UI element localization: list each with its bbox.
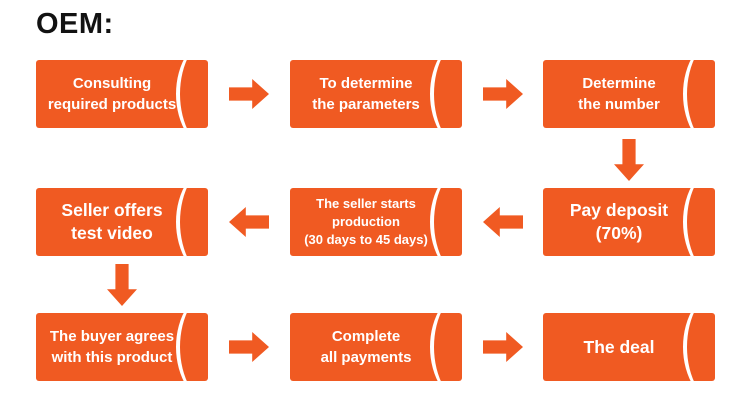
node-label: Complete all payments: [290, 313, 442, 381]
node-label: Seller offers test video: [36, 188, 188, 256]
node-line: required products: [47, 96, 177, 113]
page-title: OEM:: [36, 8, 114, 40]
arrow-right-icon-payments-to-deal: [483, 332, 523, 362]
node-line: test video: [71, 223, 153, 243]
node-line: Determine: [582, 75, 656, 92]
node-line: the parameters: [312, 96, 420, 113]
process-node-consulting-required-products[interactable]: Consulting required products: [36, 60, 208, 128]
node-line: Complete: [331, 328, 401, 345]
node-line: Consulting: [72, 75, 152, 92]
node-line: To determine: [319, 75, 413, 92]
node-line: The deal: [583, 336, 655, 357]
node-line: The seller starts: [316, 196, 416, 211]
node-label: The deal: [543, 313, 695, 381]
node-line: all payments: [320, 349, 412, 366]
node-label: The buyer agrees with this product: [36, 313, 188, 381]
arrow-down-icon-test-video-to-buyer-agrees: [107, 264, 137, 306]
node-line: (70%): [595, 223, 643, 243]
arrow-left-icon-production-to-test-video: [229, 207, 269, 237]
node-label: To determine the parameters: [290, 60, 442, 128]
process-node-the-deal[interactable]: The deal: [543, 313, 715, 381]
node-label: Consulting required products: [36, 60, 188, 128]
process-node-buyer-agrees-with-product[interactable]: The buyer agrees with this product: [36, 313, 208, 381]
node-line: with this product: [51, 349, 173, 366]
node-label: Pay deposit (70%): [543, 188, 695, 256]
arrow-right-icon-consulting-to-parameters: [229, 79, 269, 109]
process-node-seller-offers-test-video[interactable]: Seller offers test video: [36, 188, 208, 256]
process-node-to-determine-the-parameters[interactable]: To determine the parameters: [290, 60, 462, 128]
process-node-pay-deposit[interactable]: Pay deposit (70%): [543, 188, 715, 256]
arrow-left-icon-deposit-to-production: [483, 207, 523, 237]
arrow-down-icon-number-to-pay-deposit: [614, 139, 644, 181]
node-line: Pay deposit: [569, 200, 669, 220]
node-line: production: [332, 214, 400, 229]
node-line: (30 days to 45 days): [304, 232, 428, 247]
arrow-right-icon-buyer-agrees-to-complete-payments: [229, 332, 269, 362]
node-line: The buyer agrees: [49, 328, 175, 345]
node-line: Seller offers: [61, 200, 163, 220]
node-label: The seller starts production (30 days to…: [290, 188, 442, 256]
node-label: Determine the number: [543, 60, 695, 128]
arrow-right-icon-parameters-to-number: [483, 79, 523, 109]
process-node-determine-the-number[interactable]: Determine the number: [543, 60, 715, 128]
process-node-complete-all-payments[interactable]: Complete all payments: [290, 313, 462, 381]
process-node-seller-starts-production[interactable]: The seller starts production (30 days to…: [290, 188, 462, 256]
node-line: the number: [578, 96, 660, 113]
